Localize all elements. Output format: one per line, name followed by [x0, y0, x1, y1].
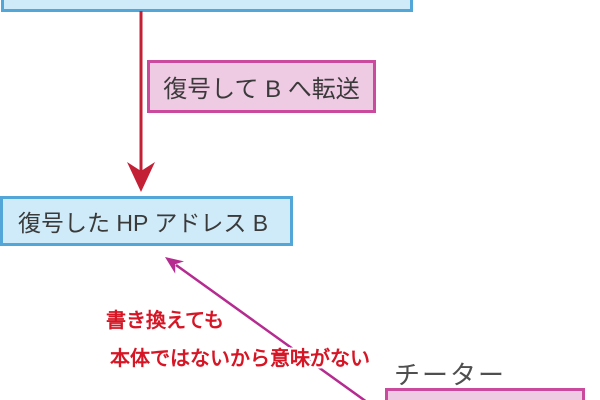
transfer-box-label: 復号して B へ転送	[163, 76, 360, 103]
cheater-box	[385, 388, 585, 400]
decoded-address-box: 復号した HP アドレス B	[0, 196, 293, 246]
annotation-line1: 書き換えても	[106, 310, 224, 332]
annotation-line2: 本体ではないから意味がない	[110, 348, 370, 370]
decoded-address-box-label: 復号した HP アドレス B	[18, 210, 269, 236]
cheater-label: チーター	[394, 360, 507, 390]
transfer-box: 復号して B へ転送	[147, 60, 376, 113]
magenta-up-arrow-line	[175, 263, 367, 400]
top-box	[1, 0, 413, 12]
red-down-arrowhead	[127, 162, 155, 192]
magenta-up-arrowhead	[165, 257, 184, 274]
